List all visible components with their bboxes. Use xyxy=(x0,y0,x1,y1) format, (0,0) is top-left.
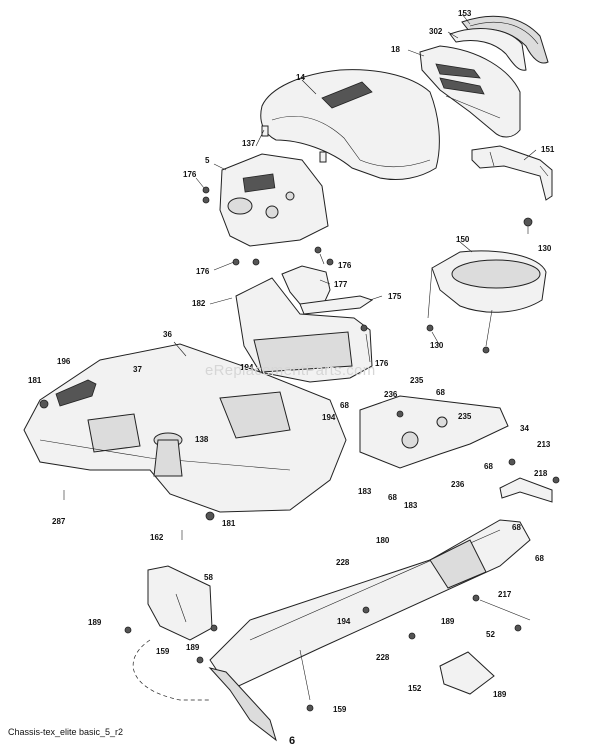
callout-181-b: 181 xyxy=(222,519,236,528)
part-152-plate xyxy=(439,651,495,695)
part-196-pad xyxy=(55,379,97,407)
part-180-frame xyxy=(208,519,531,742)
callout-68-e: 68 xyxy=(512,523,521,532)
callout-176-b: 176 xyxy=(196,267,210,276)
callout-36: 36 xyxy=(163,330,172,339)
callout-68-f: 68 xyxy=(535,554,544,563)
callout-228-b: 228 xyxy=(376,653,390,662)
callout-176-a: 176 xyxy=(183,170,197,179)
screw-176-e xyxy=(314,246,322,254)
callout-159-b: 159 xyxy=(333,705,347,714)
callout-218: 218 xyxy=(534,469,548,478)
callout-159-a: 159 xyxy=(156,647,170,656)
part-151-bracket xyxy=(471,145,553,227)
bolt-213-b xyxy=(552,476,560,484)
bolt-194 xyxy=(362,606,370,614)
diagram-caption: Chassis-tex_elite basic_5_r2 xyxy=(8,727,124,737)
callout-189-d: 189 xyxy=(493,690,507,699)
part-14-hood xyxy=(260,69,440,181)
callout-182: 182 xyxy=(192,299,206,308)
callout-236-a: 236 xyxy=(384,390,398,399)
callout-138: 138 xyxy=(195,435,209,444)
callout-183-a: 183 xyxy=(358,487,372,496)
part-181-bumper-b xyxy=(205,511,215,521)
callout-130-b: 130 xyxy=(430,341,444,350)
screw-176-f xyxy=(326,258,334,266)
callout-189-b: 189 xyxy=(441,617,455,626)
callout-52: 52 xyxy=(486,630,495,639)
page-number: 6 xyxy=(289,735,296,747)
screw-176-d xyxy=(252,258,260,266)
part-302-trim xyxy=(449,28,527,71)
part-37-footrest-pan xyxy=(23,343,347,513)
part-137-bumper-left xyxy=(261,125,269,137)
bolt-159-a xyxy=(196,656,204,664)
callout-183-b: 183 xyxy=(404,501,418,510)
callout-196: 196 xyxy=(57,357,71,366)
callout-68-d: 68 xyxy=(388,493,397,502)
part-137-bumper-right xyxy=(319,151,327,163)
screw-130-b xyxy=(482,346,490,354)
part-175-bracket xyxy=(299,295,374,315)
callout-180: 180 xyxy=(376,536,390,545)
callout-152: 152 xyxy=(408,684,422,693)
callout-68-c: 68 xyxy=(484,462,493,471)
callout-175: 175 xyxy=(388,292,402,301)
screw-176-a xyxy=(202,186,210,194)
callout-302: 302 xyxy=(429,27,443,36)
part-58-bracket xyxy=(147,565,213,641)
callout-228-a: 228 xyxy=(336,558,350,567)
callout-287: 287 xyxy=(52,517,66,526)
part-5-dash-panel xyxy=(219,153,329,247)
part-182-dash-support xyxy=(235,277,373,383)
callout-213: 213 xyxy=(537,440,551,449)
callout-14: 14 xyxy=(296,73,305,82)
part-218-bracket xyxy=(499,477,553,503)
callout-68-a: 68 xyxy=(436,388,445,397)
callout-58: 58 xyxy=(204,573,213,582)
screw-176-c xyxy=(232,258,240,266)
part-181-bumper-a xyxy=(39,399,49,409)
watermark: eReplacementParts.com xyxy=(205,362,376,379)
callout-137: 137 xyxy=(242,139,256,148)
callout-235-b: 235 xyxy=(458,412,472,421)
bolt-228 xyxy=(408,632,416,640)
bolt-213-a xyxy=(508,458,516,466)
part-217-rod xyxy=(472,594,531,632)
callout-153: 153 xyxy=(458,9,472,18)
callout-194-a: 194 xyxy=(240,363,254,372)
part-150-battery-tray xyxy=(427,250,547,347)
part-18-grille xyxy=(419,45,521,138)
callout-236-b: 236 xyxy=(451,480,465,489)
callout-68-b: 68 xyxy=(340,401,349,410)
callout-150: 150 xyxy=(456,235,470,244)
callout-177: 177 xyxy=(334,280,348,289)
callout-189-c: 189 xyxy=(186,643,200,652)
callout-189-a: 189 xyxy=(88,618,102,627)
callout-130-a: 130 xyxy=(538,244,552,253)
callout-176-c: 176 xyxy=(338,261,352,270)
callout-34: 34 xyxy=(520,424,529,433)
screw-176-b xyxy=(202,196,210,204)
callout-235-a: 235 xyxy=(410,376,424,385)
callout-151: 151 xyxy=(541,145,555,154)
callout-181-a: 181 xyxy=(28,376,42,385)
leader-lines xyxy=(173,13,549,363)
callout-37: 37 xyxy=(133,365,142,374)
callout-217: 217 xyxy=(498,590,512,599)
screw-130-a xyxy=(426,324,434,332)
part-34-plate xyxy=(359,395,509,469)
bolt-189-b xyxy=(210,624,218,632)
path-159 xyxy=(132,639,210,701)
callout-5: 5 xyxy=(205,156,210,165)
bolt-159-b xyxy=(306,704,314,712)
callout-194-b: 194 xyxy=(322,413,336,422)
callout-18: 18 xyxy=(391,45,400,54)
callout-194-c: 194 xyxy=(337,617,351,626)
callout-176-d: 176 xyxy=(375,359,389,368)
callout-162: 162 xyxy=(150,533,164,542)
bolt-189-a xyxy=(124,626,132,634)
